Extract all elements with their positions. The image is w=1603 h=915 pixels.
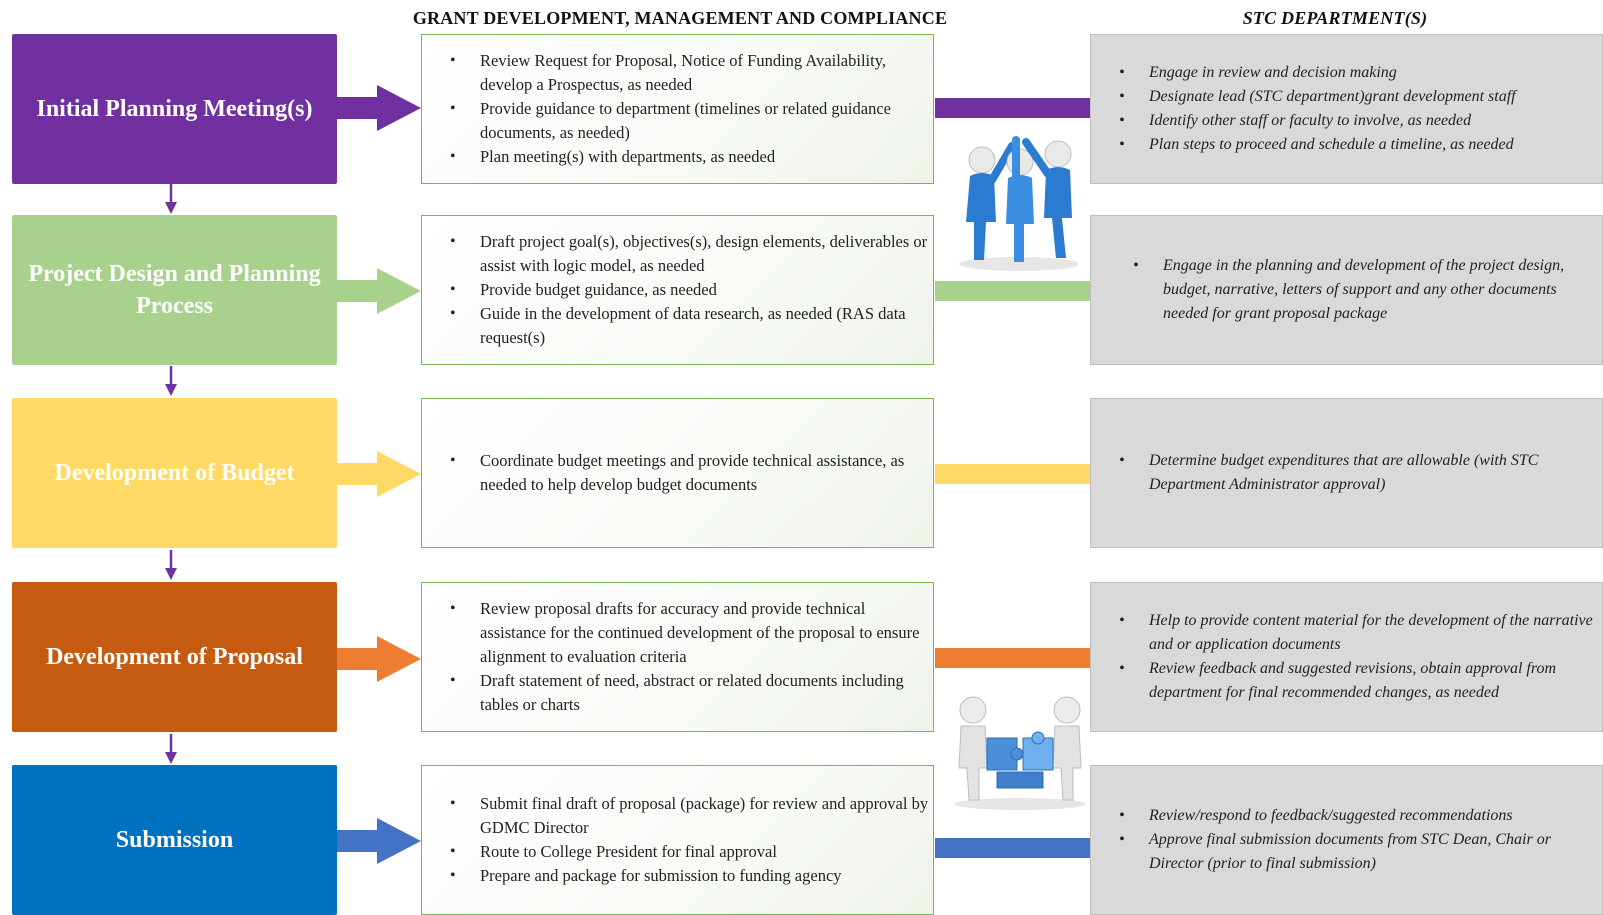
down-arrow-icon [165, 550, 177, 580]
stage-initial-planning: Initial Planning Meeting(s) [12, 34, 337, 184]
connector-bar [935, 648, 1090, 668]
stc-box-initial-planning: Engage in review and decision making Des… [1090, 34, 1603, 184]
stage-project-design: Project Design and Planning Process [12, 215, 337, 365]
gdmc-column-header: GRANT DEVELOPMENT, MANAGEMENT AND COMPLI… [412, 8, 948, 28]
gdmc-box-project-design: Draft project goal(s), objectives(s), de… [421, 215, 934, 365]
stc-column-header: STC DEPARTMENT(S) [1242, 8, 1428, 28]
gdmc-box-budget: Coordinate budget meetings and provide t… [421, 398, 934, 548]
stage-budget: Development of Budget [12, 398, 337, 548]
list-item: Coordinate budget meetings and provide t… [450, 449, 933, 497]
list-item: Draft project goal(s), objectives(s), de… [450, 230, 933, 278]
connector-bar [935, 464, 1090, 484]
stage-proposal: Development of Proposal [12, 582, 337, 732]
list-item: Determine budget expenditures that are a… [1119, 449, 1602, 497]
down-arrow-icon [165, 184, 177, 214]
connector-bar [935, 838, 1090, 858]
list-item: Draft statement of need, abstract or rel… [450, 669, 933, 717]
list-item: Prepare and package for submission to fu… [450, 864, 933, 888]
gdmc-box-initial-planning: Review Request for Proposal, Notice of F… [421, 34, 934, 184]
down-arrow-icon [165, 366, 177, 396]
list-item: Plan meeting(s) with departments, as nee… [450, 145, 933, 169]
stc-box-submission: Review/respond to feedback/suggested rec… [1090, 765, 1603, 915]
list-item: Review/respond to feedback/suggested rec… [1119, 804, 1602, 828]
stage-title: Initial Planning Meeting(s) [36, 96, 313, 122]
list-item: Designate lead (STC department)grant dev… [1119, 85, 1516, 109]
list-item: Provide guidance to department (timeline… [450, 97, 933, 145]
stage-title: Development of Budget [54, 460, 295, 486]
list-item: Review feedback and suggested revisions,… [1119, 657, 1602, 705]
stc-box-proposal: Help to provide content material for the… [1090, 582, 1603, 732]
stc-box-budget: Determine budget expenditures that are a… [1090, 398, 1603, 548]
connector-bar [935, 98, 1090, 118]
stc-box-project-design: Engage in the planning and development o… [1090, 215, 1603, 365]
stage-title: Project Design and Planning Process [28, 261, 321, 319]
stage-title: Submission [115, 827, 234, 853]
puzzle-figures-icon [954, 696, 1086, 810]
list-item: Plan steps to proceed and schedule a tim… [1119, 133, 1516, 157]
right-arrow-icon [337, 85, 421, 131]
right-arrow-icon [337, 636, 421, 682]
list-item: Help to provide content material for the… [1119, 609, 1602, 657]
team-high-five-icon [959, 136, 1079, 271]
list-item: Provide budget guidance, as needed [450, 278, 933, 302]
stage-submission: Submission [12, 765, 337, 915]
stage-title: Development of Proposal [46, 644, 303, 670]
list-item: Engage in review and decision making [1119, 61, 1516, 85]
list-item: Engage in the planning and development o… [1133, 254, 1602, 326]
gdmc-box-submission: Submit final draft of proposal (package)… [421, 765, 934, 915]
connector-bar [935, 281, 1090, 301]
list-item: Approve final submission documents from … [1119, 828, 1602, 876]
list-item: Review Request for Proposal, Notice of F… [450, 49, 933, 97]
right-arrow-icon [337, 451, 421, 497]
list-item: Submit final draft of proposal (package)… [450, 792, 933, 840]
list-item: Route to College President for final app… [450, 840, 933, 864]
list-item: Review proposal drafts for accuracy and … [450, 597, 933, 669]
right-arrow-icon [337, 268, 421, 314]
list-item: Identify other staff or faculty to invol… [1119, 109, 1516, 133]
down-arrow-icon [165, 734, 177, 764]
gdmc-box-proposal: Review proposal drafts for accuracy and … [421, 582, 934, 732]
list-item: Guide in the development of data researc… [450, 302, 933, 350]
right-arrow-icon [337, 818, 421, 864]
